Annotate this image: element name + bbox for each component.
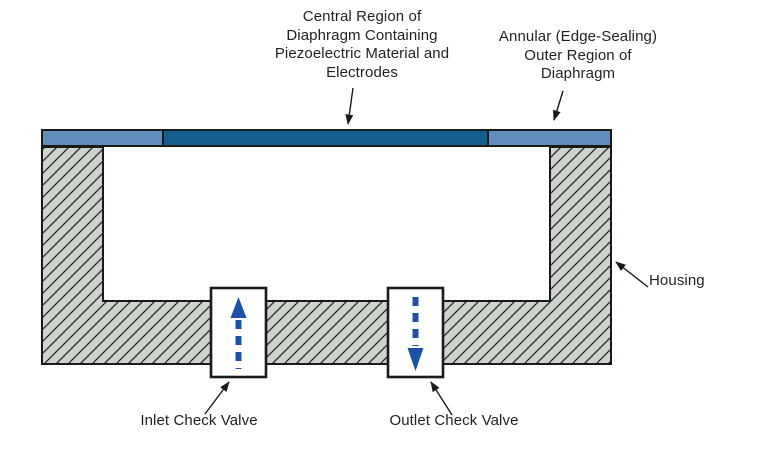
annular-region-label-line: Outer Region of <box>524 46 632 64</box>
annular-region-pointer-arrow <box>552 90 564 121</box>
diaphragm-central-piezo-segment <box>162 129 489 147</box>
diaphragm-outer-left-segment <box>41 129 164 147</box>
outlet-flow-arrowhead-icon <box>407 348 424 371</box>
central-region-label-line: Piezoelectric Material and <box>274 45 450 62</box>
inlet-valve-pointer-arrow <box>204 381 230 415</box>
outlet-valve-pointer-arrow <box>430 381 453 416</box>
diaphragm-outer-right-segment <box>487 129 612 147</box>
inlet-valve-label: Inlet Check Valve <box>140 412 258 429</box>
housing-cross-section <box>41 146 612 365</box>
annular-region-label-line: Diaphragm <box>540 65 616 82</box>
central-region-label-line: Electrodes <box>326 63 398 81</box>
inlet-flow-arrowhead-icon <box>230 297 247 318</box>
annular-region-label: Annular (Edge-Sealing) Outer Region of D… <box>478 28 678 84</box>
central-region-label-line: Central Region of <box>302 8 422 25</box>
central-region-label: Central Region of Diaphragm Containing P… <box>247 8 477 82</box>
outlet-valve-label: Outlet Check Valve <box>389 412 519 429</box>
central-region-pointer-arrow <box>345 87 354 125</box>
central-region-label-line: Diaphragm Containing <box>286 26 438 44</box>
annular-region-label-line: Annular (Edge-Sealing) <box>498 28 658 45</box>
housing-pointer-arrow <box>615 261 649 288</box>
housing-label: Housing <box>649 272 705 289</box>
